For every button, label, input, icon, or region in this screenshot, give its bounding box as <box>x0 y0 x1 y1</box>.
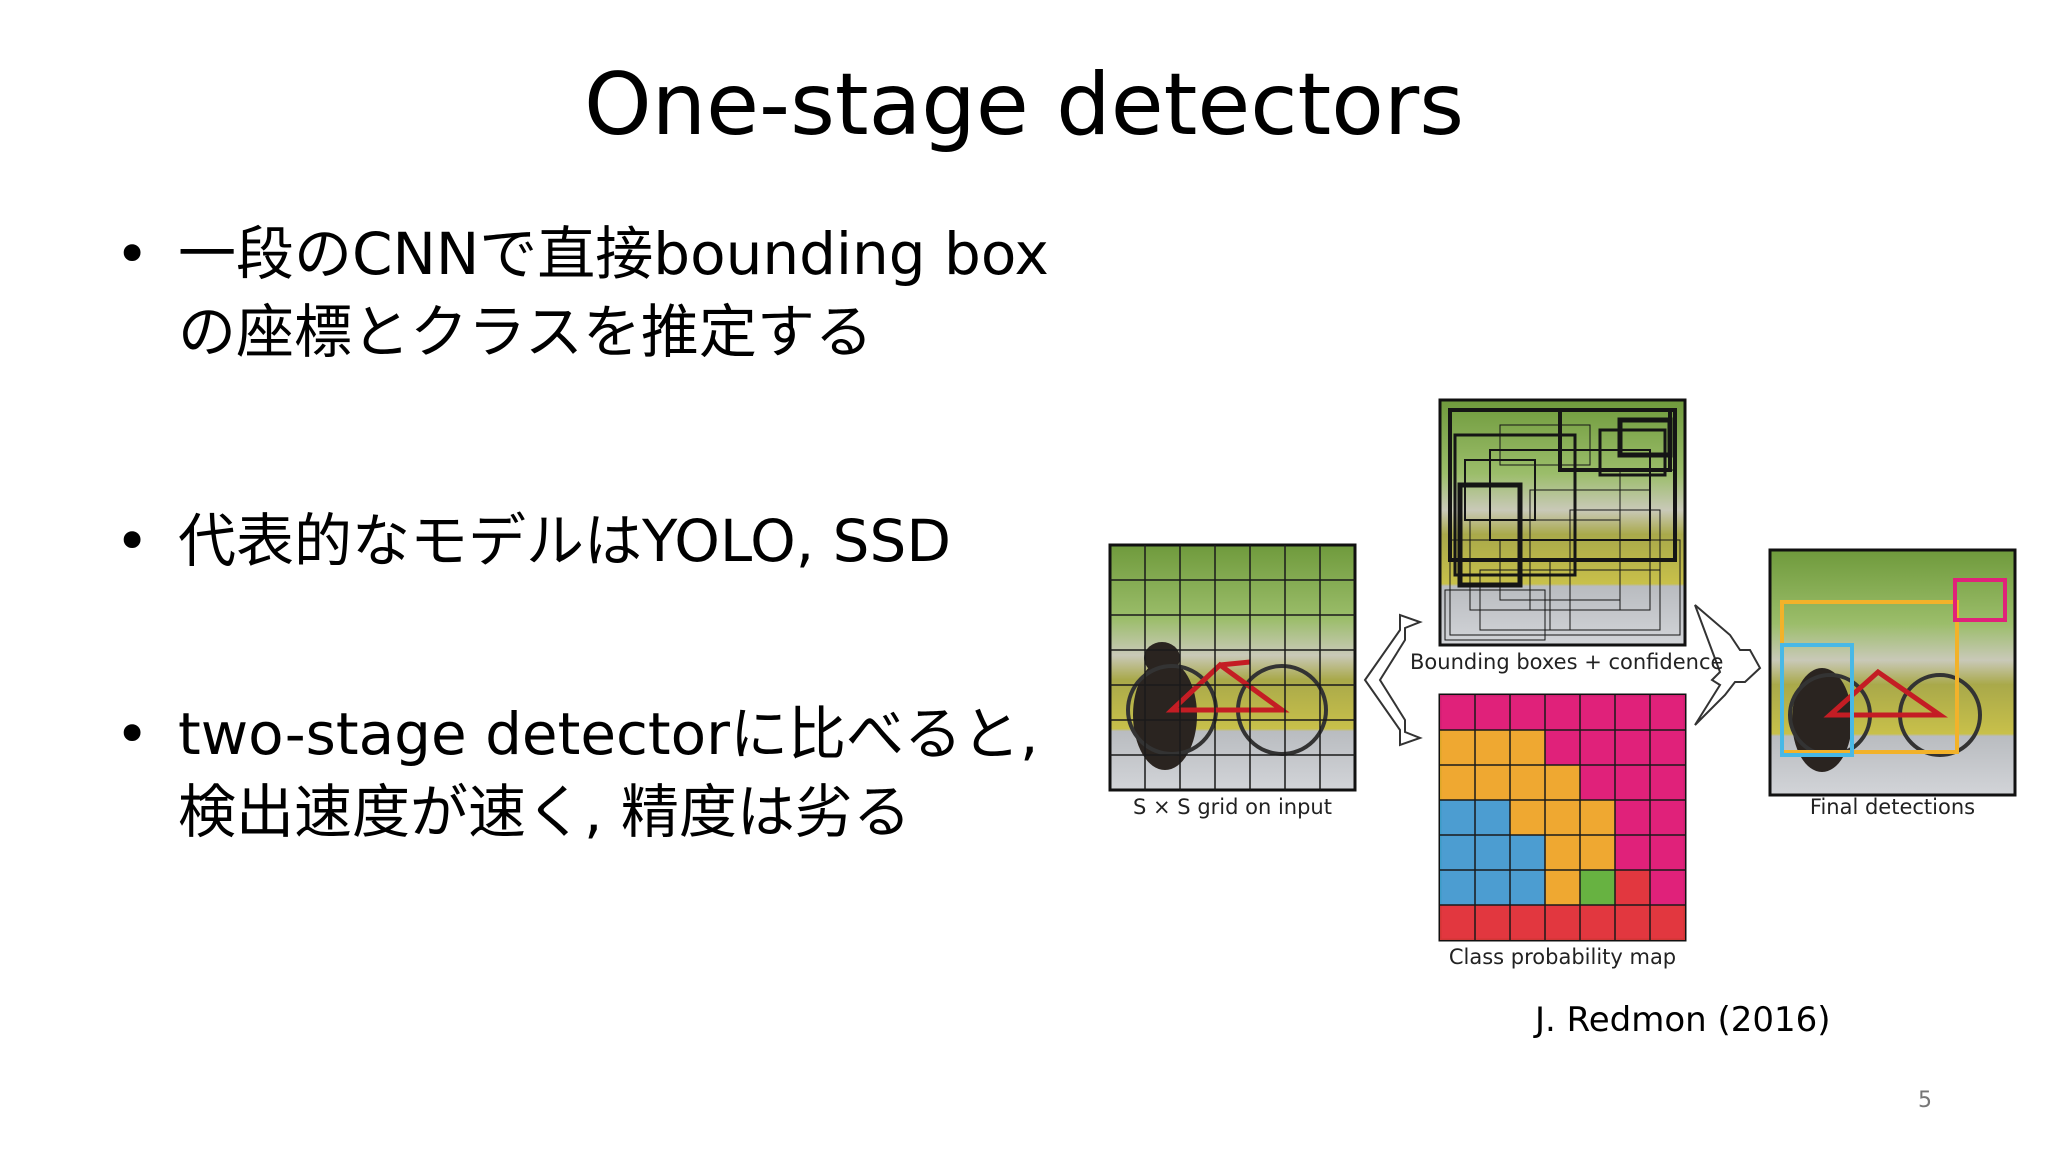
classmap-cell <box>1475 730 1510 765</box>
caption-classmap: Class probability map <box>1448 945 1677 969</box>
bullet-line: の座標とクラスを推定する <box>178 298 873 366</box>
candidate-box <box>1444 589 1546 641</box>
classmap-cell <box>1580 835 1615 870</box>
candidate-box <box>1549 559 1661 631</box>
classmap-grid <box>1440 695 1685 940</box>
candidate-box <box>1449 539 1681 636</box>
bullet-marker: • <box>115 507 150 575</box>
input-panel <box>1108 543 1357 792</box>
split-arrow-icon <box>1363 613 1423 747</box>
classmap-cell <box>1650 870 1685 905</box>
classmap-cell <box>1510 695 1545 730</box>
bullet-text: two-stage detectorに比べると, 検出速度が速く, 精度は劣る <box>178 695 1118 851</box>
caption-final: Final detections <box>1809 795 1976 819</box>
classmap-cell <box>1615 800 1650 835</box>
classmap-cell <box>1545 695 1580 730</box>
detection-box-car <box>1953 578 2007 622</box>
classmap-cell <box>1475 870 1510 905</box>
classmap-cells <box>1440 695 1685 940</box>
classmap-cell <box>1650 905 1685 940</box>
merge-arrow-icon <box>1694 604 1762 726</box>
classmap-cell <box>1475 695 1510 730</box>
classmap-cell <box>1475 800 1510 835</box>
figure-credit: J. Redmon (2016) <box>1535 1000 1831 1040</box>
bullet-line: 代表的なモデルはYOLO, SSD <box>178 507 951 575</box>
classmap-cell <box>1440 835 1475 870</box>
classmap-cell <box>1615 905 1650 940</box>
classmap-cell <box>1510 730 1545 765</box>
classmap-cell <box>1615 730 1650 765</box>
yolo-diagram <box>1108 398 2017 942</box>
classmap-cell <box>1545 800 1580 835</box>
classmap-cell <box>1545 905 1580 940</box>
classmap-cell <box>1545 870 1580 905</box>
input-grid <box>1110 545 1355 790</box>
classmap-cell <box>1510 870 1545 905</box>
bullet-text: 一段のCNNで直接bounding box の座標とクラスを推定する <box>178 215 1118 371</box>
classmap-cell <box>1510 835 1545 870</box>
classmap-cell <box>1440 695 1475 730</box>
classmap-cell <box>1440 800 1475 835</box>
classmap-cell <box>1475 835 1510 870</box>
candidate-box <box>1479 569 1571 631</box>
classmap-cell <box>1580 765 1615 800</box>
classmap-cell <box>1580 800 1615 835</box>
detection-box-dog <box>1780 643 1854 757</box>
bullet-text: 代表的なモデルはYOLO, SSD <box>178 502 1118 580</box>
bullet-marker: • <box>115 700 150 768</box>
classmap-cell <box>1545 765 1580 800</box>
candidate-box <box>1529 489 1651 611</box>
classmap-cell <box>1475 905 1510 940</box>
classmap-cell <box>1650 800 1685 835</box>
classmap-cell <box>1440 905 1475 940</box>
classmap-cell <box>1545 730 1580 765</box>
candidate-box <box>1617 417 1673 458</box>
classmap-cell <box>1615 870 1650 905</box>
classmap-cell <box>1440 730 1475 765</box>
boxes-photo <box>1438 398 1687 647</box>
candidate-box <box>1499 424 1591 466</box>
classmap-cell <box>1580 870 1615 905</box>
classmap-cell <box>1615 695 1650 730</box>
classmap-cell <box>1650 695 1685 730</box>
dog-shape <box>1133 660 1197 770</box>
classmap-cell <box>1510 765 1545 800</box>
bounding-boxes <box>1444 408 1681 641</box>
caption-boxes: Bounding boxes + confidence <box>1410 650 1724 674</box>
classmap-panel <box>1438 693 1687 942</box>
candidate-box <box>1569 509 1661 571</box>
candidate-box <box>1619 469 1676 561</box>
final-bike-frame <box>1823 668 1948 718</box>
classmap-cell <box>1580 730 1615 765</box>
classmap-cell <box>1650 730 1685 765</box>
bullet-line: two-stage detectorに比べると, <box>178 700 1039 768</box>
classmap-cell <box>1475 765 1510 800</box>
classmap-cell <box>1650 835 1685 870</box>
yolo-figure: S × S grid on input Bounding boxes + con… <box>1100 390 2030 990</box>
candidate-box <box>1598 428 1667 477</box>
classmap-cell <box>1510 905 1545 940</box>
slide-title: One-stage detectors <box>583 55 1465 155</box>
classmap-cell <box>1615 835 1650 870</box>
bullet-line: 検出速度が速く, 精度は劣る <box>178 778 911 846</box>
classmap-cell <box>1510 800 1545 835</box>
bullet-marker: • <box>115 220 150 288</box>
bike-frame <box>1165 659 1290 713</box>
classmap-cell <box>1440 765 1475 800</box>
candidate-box <box>1453 433 1577 577</box>
final-panel <box>1768 548 2017 797</box>
classmap-cell <box>1545 835 1580 870</box>
classmap-cell <box>1650 765 1685 800</box>
classmap-cell <box>1580 905 1615 940</box>
classmap-cell <box>1580 695 1615 730</box>
boxes-panel <box>1438 398 1687 647</box>
caption-input: S × S grid on input <box>1133 795 1332 819</box>
classmap-cell <box>1440 870 1475 905</box>
page-number: 5 <box>1918 1088 1932 1113</box>
classmap-cell <box>1615 765 1650 800</box>
bullet-line: 一段のCNNで直接bounding box <box>178 220 1049 288</box>
